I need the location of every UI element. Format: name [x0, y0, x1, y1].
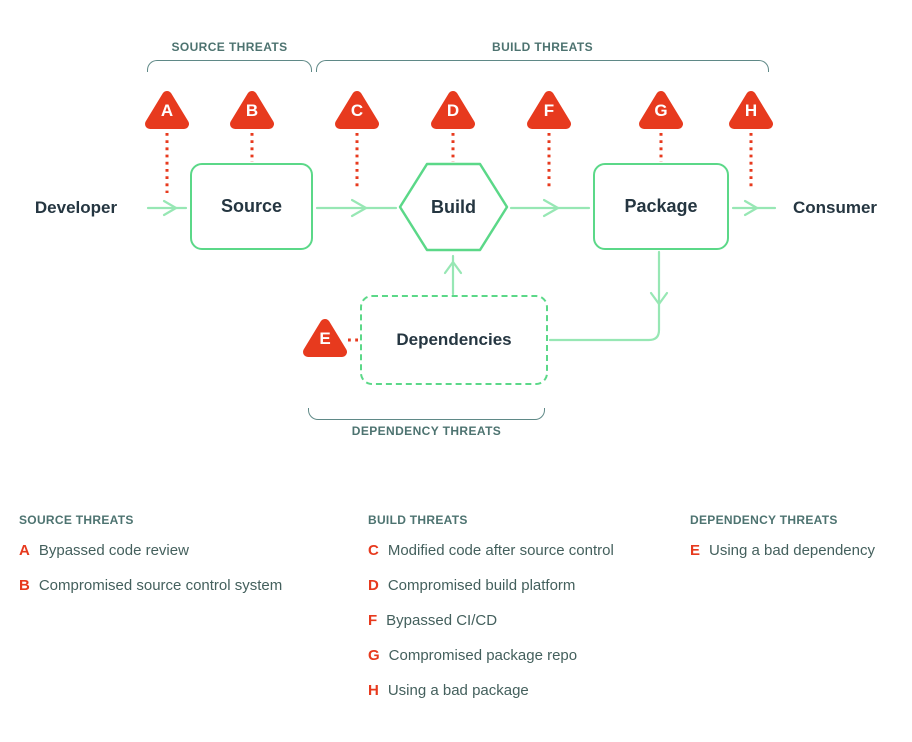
developer-node: Developer	[34, 198, 118, 217]
consumer-node: Consumer	[792, 198, 878, 217]
threat-marker-a: A	[145, 90, 189, 130]
legend-item: D Compromised build platform	[368, 576, 614, 596]
arrow-package-to-dependencies	[548, 250, 669, 342]
threat-marker-b: B	[230, 90, 274, 130]
dependencies-node-label: Dependencies	[396, 330, 512, 349]
threat-marker-h: H	[729, 90, 773, 130]
dependency-threats-bracket	[308, 408, 545, 420]
legend-item: B Compromised source control system	[19, 576, 282, 596]
package-node: Package	[593, 163, 729, 250]
legend-item-letter: A	[19, 542, 30, 559]
threat-letter: G	[654, 101, 668, 120]
legend-item-letter: C	[368, 542, 379, 559]
build-threats-group-label: BUILD THREATS	[492, 40, 593, 54]
legend-item-letter: E	[690, 542, 701, 559]
legend-item-text: Compromised source control system	[38, 577, 283, 594]
build-node-label: Build	[431, 196, 476, 217]
threat-letter: F	[543, 101, 555, 120]
threat-marker-d: D	[431, 90, 475, 130]
threat-letter: A	[160, 101, 174, 120]
threat-marker-c: C	[335, 90, 379, 130]
legend-item: A Bypassed code review	[19, 541, 282, 561]
dependencies-node: Dependencies	[360, 295, 548, 385]
build-threats-bracket	[316, 60, 769, 72]
arrow-build-to-package	[509, 198, 591, 218]
legend-item-text: Using a bad package	[387, 682, 529, 699]
threat-marker-e: E	[303, 318, 347, 358]
legend-item-letter: F	[368, 612, 378, 629]
legend-item: E Using a bad dependency	[690, 541, 875, 561]
threat-letter: E	[319, 329, 331, 348]
source-node: Source	[190, 163, 313, 250]
legend-column-dependency-threats: DEPENDENCY THREATS E Using a bad depende…	[690, 514, 875, 576]
arrow-source-to-build	[315, 198, 398, 218]
arrow-dependencies-to-build	[443, 254, 463, 296]
build-node: Build	[396, 160, 511, 254]
arrow-developer-to-source	[146, 199, 188, 217]
legend-item-letter: H	[368, 682, 379, 699]
build-node-hexagon	[398, 162, 509, 252]
legend-column-source-threats: SOURCE THREATS A Bypassed code review B …	[19, 514, 282, 611]
legend-item-text: Compromised package repo	[388, 647, 578, 664]
legend-item-text: Modified code after source control	[387, 542, 614, 559]
threat-letter: C	[350, 101, 364, 120]
legend-item: H Using a bad package	[368, 681, 614, 701]
triangle-warning-icon	[335, 91, 379, 129]
legend-item-text: Bypassed CI/CD	[386, 612, 498, 629]
package-node-label: Package	[624, 196, 698, 216]
legend-item-letter: B	[19, 577, 30, 594]
legend-item-text: Compromised build platform	[387, 577, 576, 594]
legend-item: C Modified code after source control	[368, 541, 614, 561]
triangle-warning-icon	[729, 91, 773, 129]
threat-marker-g: G	[639, 90, 683, 130]
triangle-warning-icon	[230, 91, 274, 129]
legend-item-letter: D	[368, 577, 379, 594]
legend-column-build-threats: BUILD THREATS C Modified code after sour…	[368, 514, 614, 716]
threat-marker-f: F	[527, 90, 571, 130]
legend-title: BUILD THREATS	[368, 513, 468, 527]
legend-item-text: Using a bad dependency	[709, 542, 875, 559]
triangle-warning-icon	[303, 319, 347, 357]
legend-item: G Compromised package repo	[368, 646, 614, 666]
source-threats-group-label: SOURCE THREATS	[171, 40, 288, 54]
legend-item-text: Bypassed code review	[38, 542, 189, 559]
threat-letter: B	[245, 101, 259, 120]
triangle-warning-icon	[431, 91, 475, 129]
threat-letter: D	[446, 101, 460, 120]
legend-title: DEPENDENCY THREATS	[690, 513, 838, 527]
threat-letter: H	[744, 101, 758, 120]
legend-item: F Bypassed CI/CD	[368, 611, 614, 631]
legend-item-letter: G	[368, 647, 380, 664]
triangle-warning-icon	[639, 91, 683, 129]
triangle-warning-icon	[145, 91, 189, 129]
arrow-package-to-consumer	[731, 199, 777, 217]
source-node-label: Source	[220, 196, 283, 216]
source-threats-bracket	[147, 60, 312, 72]
triangle-warning-icon	[527, 91, 571, 129]
dependency-threats-group-label: DEPENDENCY THREATS	[351, 424, 502, 438]
legend-title: SOURCE THREATS	[19, 513, 134, 527]
